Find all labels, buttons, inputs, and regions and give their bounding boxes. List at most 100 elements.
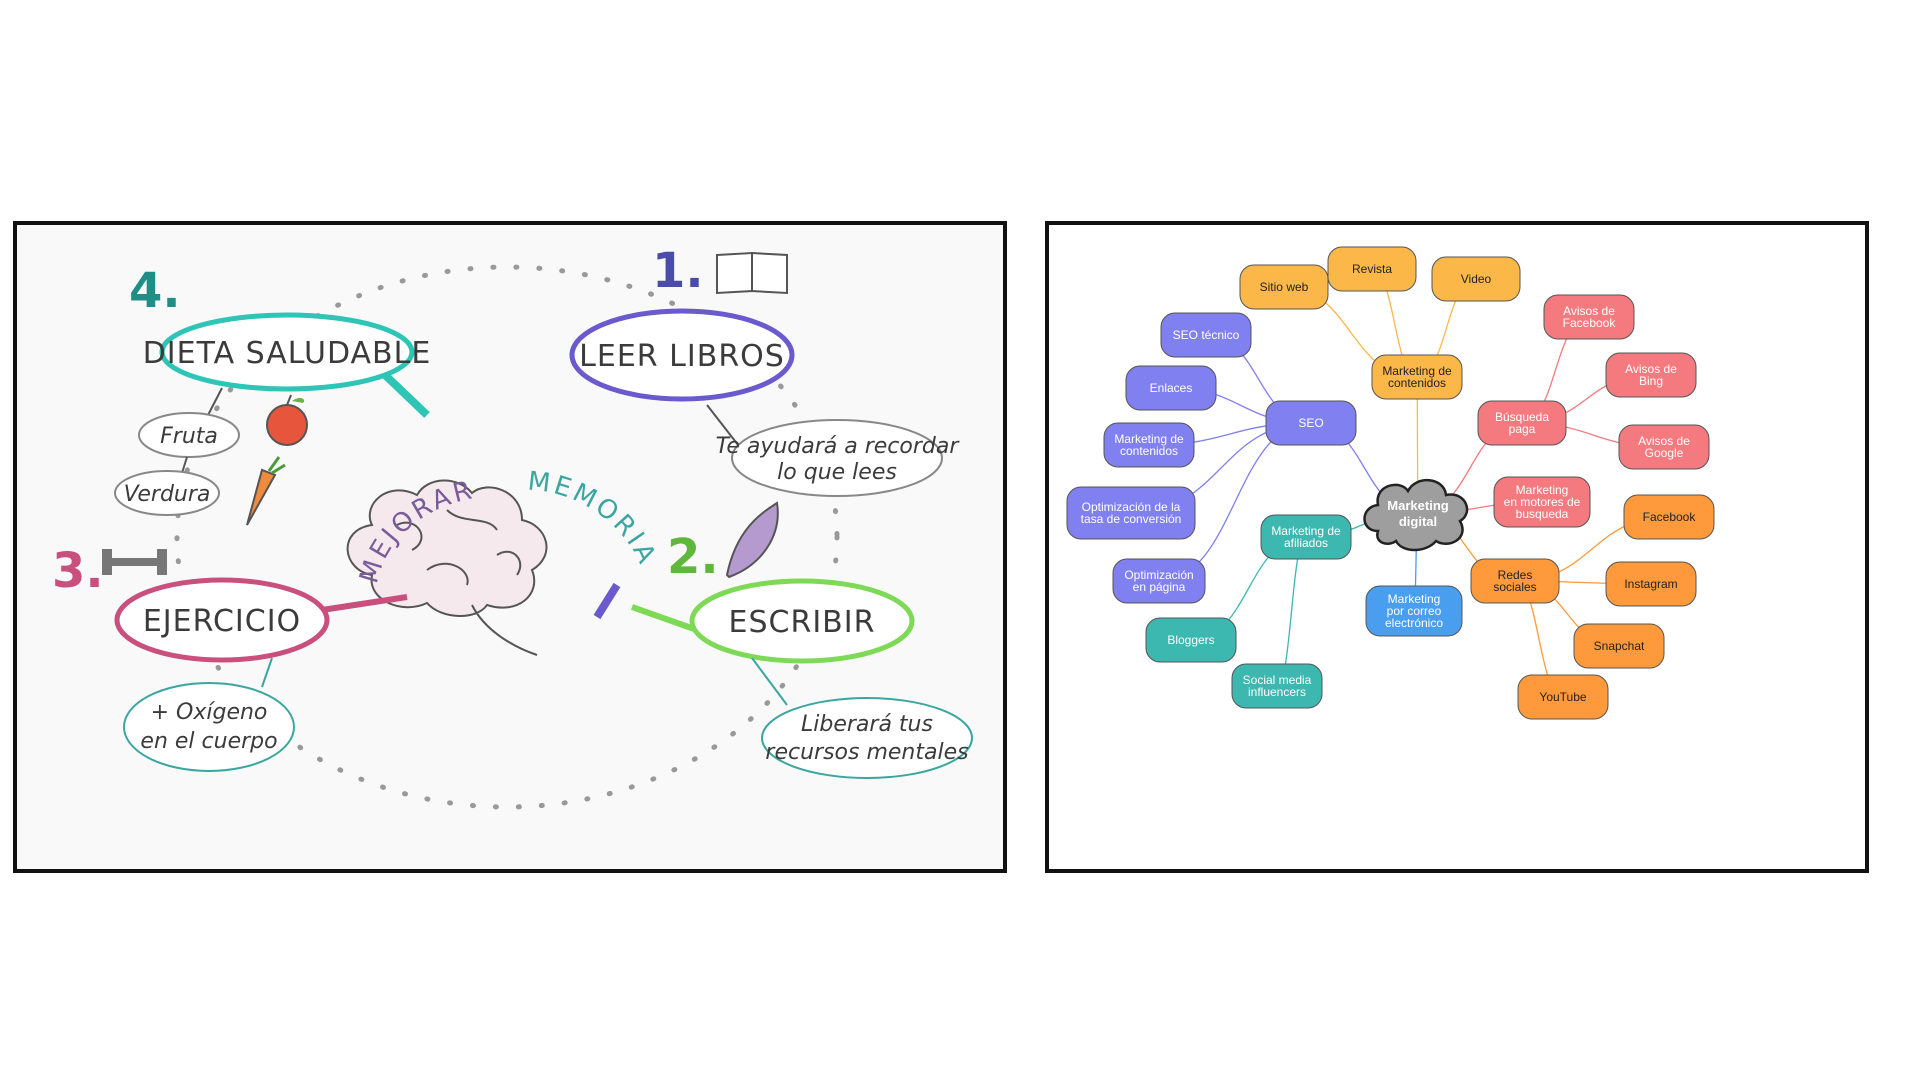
node-label: Redes: [1498, 568, 1533, 582]
branch-leer-libros: 1. LEER LIBROS Te ayudará a recordar lo …: [569, 243, 961, 620]
node-label: Optimización: [1124, 568, 1193, 582]
node-label: SEO técnico: [1173, 328, 1240, 342]
sub-bubble-fruta: [138, 412, 240, 458]
node-label: sociales: [1493, 580, 1536, 594]
branch-title: LEER LIBROS: [579, 339, 785, 374]
branch-title: ESCRIBIR: [729, 605, 876, 640]
note-line: Te ayudará a recordar: [716, 434, 961, 459]
branch-title: DIETA SALUDABLE: [143, 336, 432, 371]
node-label: busqueda: [1516, 507, 1569, 521]
branch-bubble: [114, 577, 330, 663]
node-label: influencers: [1248, 685, 1306, 699]
node-label: Marketing: [1516, 483, 1569, 497]
book-icon: [716, 251, 788, 295]
node-label: en página: [1133, 580, 1186, 594]
apple-icon: [266, 394, 308, 446]
node-label: Avisos de: [1625, 362, 1677, 376]
node-seo: SEO: [1265, 400, 1357, 446]
node-label: Social media: [1243, 673, 1312, 687]
node-label: Video: [1461, 272, 1492, 286]
branch-stem: [593, 582, 621, 620]
center-word-memoria: MEMORIA: [526, 466, 662, 570]
node-enlaces: Enlaces: [1125, 365, 1217, 411]
sub-bubble-verdura: [114, 470, 220, 516]
branch-bubble: [569, 308, 795, 402]
note-bubble: [761, 697, 973, 779]
branch-number: 1.: [652, 243, 704, 299]
node-label: Snapchat: [1594, 639, 1645, 653]
node-label: Enlaces: [1150, 381, 1193, 395]
node-label: Facebook: [1563, 316, 1617, 330]
sub-label: Verdura: [124, 482, 211, 507]
note-bubble: [731, 419, 943, 497]
note-line: en el cuerpo: [140, 729, 277, 754]
node-seo-tecnico: SEO técnico: [1160, 312, 1252, 358]
node-label: Avisos de: [1638, 434, 1690, 448]
node-label: Marketing de: [1271, 524, 1341, 538]
node-label: paga: [1509, 422, 1536, 436]
branch-number: 2.: [667, 529, 719, 585]
branch-escribir: 2. ESCRIBIR Liberará tus recursos mental…: [630, 501, 973, 779]
node-video: Video: [1431, 256, 1521, 302]
node-label: Avisos de: [1563, 304, 1615, 318]
branch-number: 3.: [52, 543, 104, 599]
node-label: Sitio web: [1260, 280, 1309, 294]
node-label: Marketing: [1388, 592, 1441, 606]
node-label: Marketing de: [1114, 432, 1184, 446]
node-label: Google: [1645, 446, 1684, 460]
node-label: tasa de conversión: [1081, 512, 1182, 526]
node-facebook: Facebook: [1623, 494, 1715, 540]
branch-number: 4.: [129, 263, 181, 319]
node-label: Facebook: [1643, 510, 1697, 524]
node-revista: Revista: [1327, 246, 1417, 292]
node-label: afiliados: [1284, 536, 1328, 550]
dumbbell-icon: [102, 549, 167, 575]
branch-ejercicio: 3. EJERCICIO + Oxígeno en el cuerpo: [52, 543, 408, 772]
node-label: por correo: [1387, 604, 1442, 618]
branch-title: EJERCICIO: [143, 604, 301, 639]
sub-label: Fruta: [160, 424, 218, 449]
branch-bubble: [689, 578, 915, 664]
brain-icon: [346, 479, 548, 656]
node-label: Optimización de la: [1082, 500, 1181, 514]
hand-drawn-mindmap: MEJORAR MEMORIA 1. LEER LIBROS Te ayudar…: [52, 243, 973, 810]
node-instagram: Instagram: [1605, 561, 1697, 607]
hand-drawn-mindmap-panel: MEJORAR MEMORIA 1. LEER LIBROS Te ayudar…: [13, 221, 1007, 873]
carrot-icon: [246, 456, 286, 526]
feather-icon: [725, 501, 779, 579]
node-sitio-web: Sitio web: [1239, 264, 1329, 310]
node-youtube: YouTube: [1517, 674, 1609, 720]
node-label: Bing: [1639, 374, 1663, 388]
note-line: lo que lees: [777, 460, 897, 485]
note-line: recursos mentales: [765, 740, 968, 765]
node-snapchat: Snapchat: [1573, 623, 1665, 669]
note-bubble: [123, 682, 295, 772]
dotted-ring: [174, 264, 840, 810]
node-label: Instagram: [1624, 577, 1677, 591]
node-label: YouTube: [1539, 690, 1586, 704]
node-label: Revista: [1352, 262, 1392, 276]
node-label: electrónico: [1385, 616, 1443, 630]
node-label: Marketing de: [1382, 364, 1452, 378]
node-label: Búsqueda: [1495, 410, 1549, 424]
center-label: Marketing: [1387, 498, 1448, 513]
branch-dieta-saludable: 4. DIETA SALUDABLE Fruta Verdura: [114, 263, 432, 526]
node-label: contenidos: [1388, 376, 1446, 390]
note-line: + Oxígeno: [151, 700, 268, 725]
branch-bubble: [159, 312, 415, 392]
